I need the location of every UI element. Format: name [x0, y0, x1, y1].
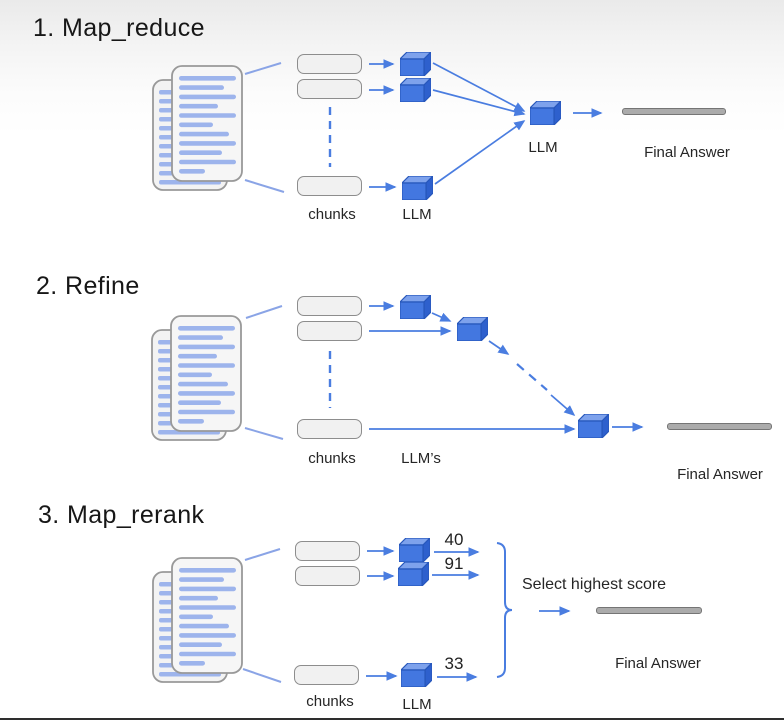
chunk-box — [297, 321, 362, 341]
bottom-frame-edge — [0, 718, 784, 720]
llm-cube-icon — [398, 562, 429, 586]
section1-title: 1. Map_reduce — [33, 14, 205, 42]
flow-arrows-1 — [328, 59, 603, 192]
arrow-llm1-llm2-refine — [431, 312, 452, 322]
final-answer-label: Final Answer — [615, 655, 701, 672]
llms-label: LLM’s — [401, 450, 441, 467]
doc-to-chunk-lines-2 — [244, 305, 284, 440]
llm-cube-icon — [457, 317, 488, 341]
llm-label: LLM — [402, 206, 432, 223]
final-answer-label: Final Answer — [677, 466, 763, 483]
final-answer-bar — [596, 607, 702, 614]
documents-icon — [150, 312, 245, 446]
score-value: 91 — [444, 554, 464, 573]
chunk-box — [295, 541, 360, 561]
documents-icon — [151, 554, 246, 688]
combine-llm-label: LLM — [528, 139, 558, 156]
chunks-label: chunks — [306, 693, 354, 710]
llm-cube-icon — [578, 414, 609, 438]
score-value: 40 — [444, 530, 464, 549]
chunks-label: chunks — [308, 206, 356, 223]
final-answer-bar — [622, 108, 726, 115]
chunk-box — [297, 296, 362, 316]
final-answer-bar — [667, 423, 772, 430]
chunk-box — [297, 54, 362, 74]
arrow-llm2-combine — [432, 89, 526, 117]
arrow-llm3-combine — [434, 120, 526, 185]
arrow-llm1-combine — [432, 62, 526, 112]
llm-cube-icon — [402, 176, 433, 200]
chunk-box — [294, 665, 359, 685]
llm-cube-icon — [400, 295, 431, 319]
score-value: 33 — [444, 654, 464, 673]
chunk-box — [297, 79, 362, 99]
llm-cube-icon — [400, 78, 431, 102]
doc-to-chunk-lines-1 — [244, 62, 285, 193]
doc-to-chunk-lines-3 — [242, 548, 282, 683]
combine-llm-cube-icon — [530, 101, 561, 125]
flow-arrows-3 — [366, 542, 571, 682]
section3-title: 3. Map_rerank — [38, 501, 205, 529]
dashed-refine-chain — [516, 363, 548, 391]
arrow-llm2-down — [488, 340, 510, 355]
chunk-box — [297, 419, 362, 439]
arrow-into-final-llm — [550, 394, 576, 417]
section2-title: 2. Refine — [36, 272, 140, 300]
chunk-box — [295, 566, 360, 586]
select-highest-score-label: Select highest score — [522, 576, 667, 593]
bracket-icon — [496, 542, 513, 678]
llm-cube-icon — [400, 52, 431, 76]
llm-cube-icon — [401, 663, 432, 687]
chunks-label: chunks — [308, 450, 356, 467]
llm-cube-icon — [399, 538, 430, 562]
chunk-box — [297, 176, 362, 196]
final-answer-label: Final Answer — [644, 144, 730, 161]
llm-label: LLM — [402, 696, 432, 713]
documents-icon — [151, 62, 246, 196]
